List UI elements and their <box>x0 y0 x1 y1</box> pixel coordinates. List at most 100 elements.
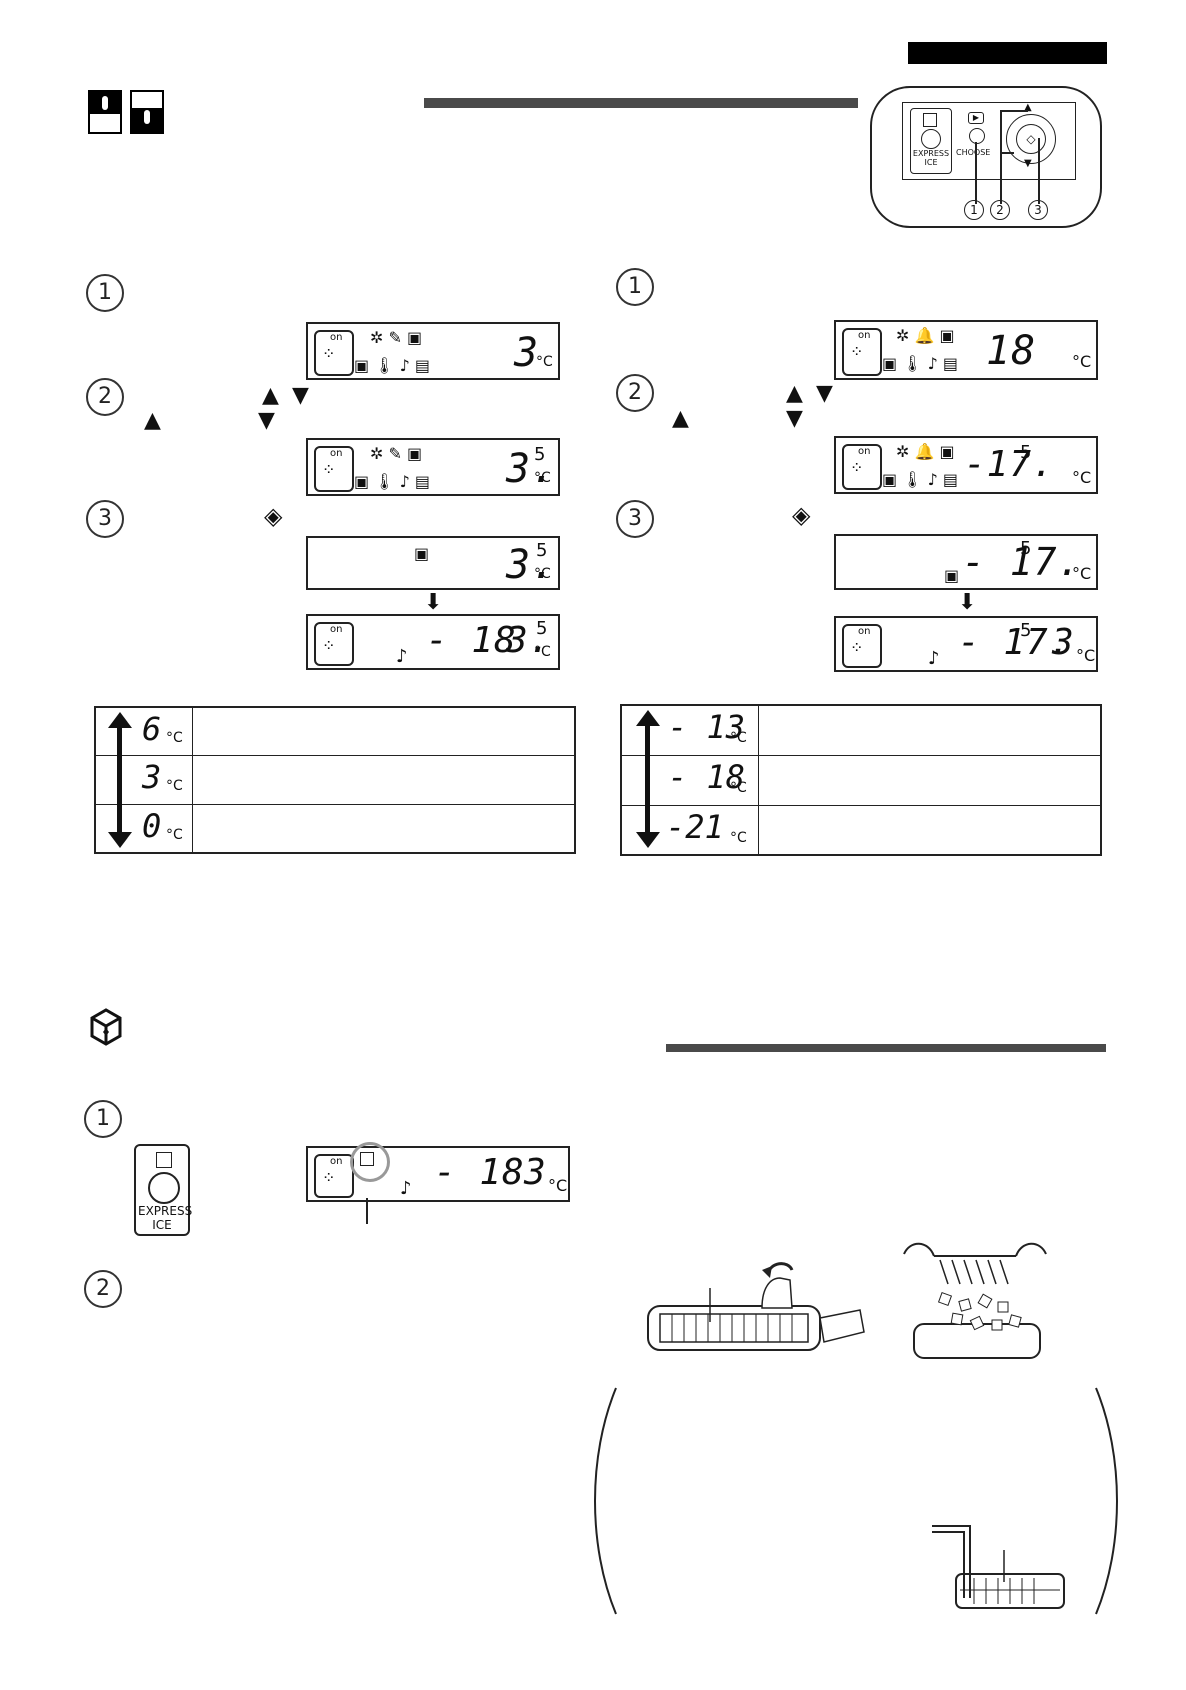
ice-tray-removal-illustration <box>900 1240 1050 1370</box>
up-arrow-icon: ▲ <box>262 383 279 408</box>
freezer-temp-decimal: 5 <box>1020 538 1032 559</box>
callout-1: 1 <box>964 200 984 220</box>
ice-tray-twist-illustration <box>640 1258 866 1368</box>
callout-2: 2 <box>990 200 1010 220</box>
status-icons-lower: ▣ 🌡 ♪ ▤ <box>882 470 959 489</box>
unit-label: °C <box>1072 352 1092 371</box>
control-panel: EXPRESS ICE ▶ CHOOSE ◇ ▲ ▼ 1 2 3 <box>870 86 1102 228</box>
page-tab <box>908 42 1107 64</box>
choose-play-icon: ▶ <box>968 112 984 124</box>
range-description <box>758 754 1102 806</box>
unit-label: °C <box>534 470 551 486</box>
unit-label: °C <box>166 730 183 746</box>
fridge-lcd-1: on ⁘ ✲ ✎ ▣ ▣ 🌡 ♪ ▤ 3 °C <box>306 322 560 380</box>
range-value: - 13 <box>668 708 746 746</box>
section-heading-bar <box>424 98 858 108</box>
unit-label: °C <box>166 778 183 795</box>
express-step-2: 2 <box>84 1270 122 1308</box>
freezer-lcd-2: on ⁘ ✲ 🔔 ▣ ▣ 🌡 ♪ ▤ -17. 5 °C <box>834 436 1098 494</box>
express-step-1: 1 <box>84 1100 122 1138</box>
fridge-temp-value: 3. <box>506 620 552 661</box>
grape-icon: on ⁘ <box>314 1154 354 1198</box>
grape-icon: on ⁘ <box>314 446 354 492</box>
freezer-temp-value: - 18 <box>434 1152 525 1193</box>
fridge-temp-value: 3 <box>1052 622 1075 663</box>
down-arrow-icon: ▼ <box>292 383 309 408</box>
ice-cube-section-icon <box>86 1006 126 1046</box>
cube-icon <box>156 1152 172 1168</box>
range-value: - 18 <box>668 757 746 796</box>
status-icons: ✲ ✎ ▣ <box>370 328 423 347</box>
range-cell: 3 °C <box>94 755 193 805</box>
fridge-lcd-2: on ⁘ ✲ ✎ ▣ ▣ 🌡 ♪ ▤ 3. 5 °C <box>306 438 560 496</box>
range-cell: 0 °C <box>94 803 193 854</box>
range-double-arrow-icon <box>636 710 660 848</box>
unit-label: °C <box>730 829 747 846</box>
leader-line <box>366 1198 368 1224</box>
range-value: 6 <box>142 710 162 748</box>
unit-label: °C <box>166 826 183 843</box>
down-arrow-icon: ▼ <box>786 406 803 431</box>
fridge-lcd-4: on ⁘ ♪ - 18 3. 5 °C <box>306 614 560 670</box>
range-description <box>758 704 1102 756</box>
freezer-temp-value: - 17. <box>962 540 1082 584</box>
freezer-step-3: 3 <box>616 500 654 538</box>
up-arrow-icon: ▲ <box>672 406 689 431</box>
grape-icon: on ⁘ <box>842 444 882 490</box>
unit-label: °C <box>1076 646 1096 665</box>
range-value: 3 <box>142 758 162 797</box>
unit-label: °C <box>536 354 553 370</box>
up-arrow-icon: ▲ <box>144 408 161 433</box>
set-button-icon: ◈ <box>792 501 811 529</box>
cube-icon <box>360 1152 374 1166</box>
range-description <box>192 755 576 805</box>
fridge-temp-value: 3. <box>506 542 557 588</box>
fridge-step-1: 1 <box>86 274 124 312</box>
unit-label: °C <box>534 644 551 660</box>
grape-icon: on ⁘ <box>314 330 354 376</box>
fridge-temp-decimal: 5 <box>536 540 548 561</box>
freezer-temp-decimal: 5 <box>1020 620 1032 641</box>
ice-tray-fill-illustration <box>930 1520 1070 1614</box>
dial-illustration: ◇ <box>1006 114 1056 164</box>
freezer-lcd-1: on ⁘ ✲ 🔔 ▣ ▣ 🌡 ♪ ▤ 18 °C <box>834 320 1098 380</box>
down-flow-arrow-icon: ⬇ <box>424 590 443 615</box>
down-arrow-icon: ▼ <box>258 408 275 433</box>
range-double-arrow-icon <box>108 712 132 848</box>
freezer-step-2: 2 <box>616 374 654 412</box>
range-value: -21 <box>666 807 724 846</box>
callout-3: 3 <box>1028 200 1048 220</box>
choose-label: CHOOSE <box>956 148 991 157</box>
highlight-circle <box>350 1142 390 1182</box>
fridge-temp-value: 3 <box>524 1152 547 1193</box>
freezer-temp-value: -17. <box>964 444 1055 485</box>
range-description <box>192 706 576 757</box>
grape-icon: on ⁘ <box>842 624 882 668</box>
music-icon: ♪ <box>928 648 940 669</box>
freezer-temp-value: 18 <box>986 328 1037 374</box>
status-icons-lower: ▣ 🌡 ♪ ▤ <box>882 354 959 373</box>
status-icons: ✲ 🔔 ▣ <box>896 442 955 461</box>
express-ice-button-illustration: EXPRESS ICE <box>910 108 952 174</box>
freezer-temp-value: - 17. <box>958 622 1072 663</box>
choose-button-illustration <box>969 128 985 144</box>
fridge-temp-value: 3 <box>514 330 540 376</box>
status-icons-lower: ▣ 🌡 ♪ ▤ <box>354 472 431 491</box>
express-ice-button-illustration: EXPRESS ICE <box>134 1144 192 1236</box>
down-arrow-icon: ▼ <box>1024 158 1032 169</box>
freezer-temp-decimal: 5 <box>1020 442 1032 463</box>
fridge-range-table: 6 °C 3 °C 0 °C <box>94 706 576 854</box>
freezer-lcd-3: ▣ - 17. 5 °C <box>834 534 1098 590</box>
fridge-step-3: 3 <box>86 500 124 538</box>
cube-icon <box>923 113 937 127</box>
freezer-lcd-4: on ⁘ ♪ - 17. 5 3 °C <box>834 616 1098 672</box>
set-button-icon: ◈ <box>264 502 283 530</box>
express-lcd: on ⁘ ♪ - 18 3 °C <box>306 1142 570 1202</box>
status-icons: ✲ 🔔 ▣ <box>896 326 955 345</box>
range-description <box>758 804 1102 856</box>
fridge-temp-decimal: 5 <box>534 444 546 465</box>
freezer-range-table: - 13 °C - 18 °C -21 °C <box>620 704 1102 856</box>
range-value: 0 <box>142 806 162 845</box>
range-description <box>192 803 576 854</box>
fridge-compartment-icon: ▣ <box>414 544 430 563</box>
